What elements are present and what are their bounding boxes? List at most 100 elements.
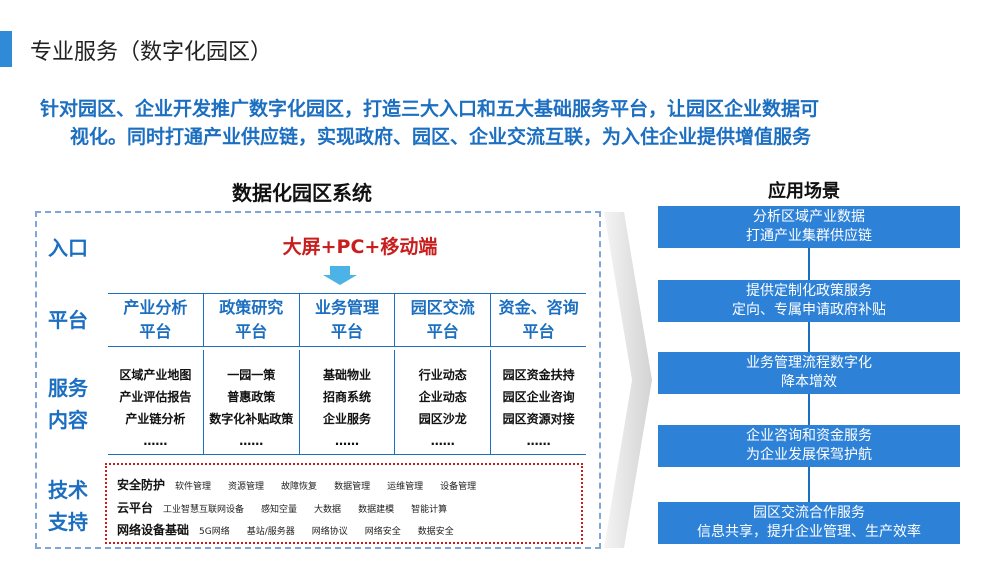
service-item: 基础物业 [322,368,371,382]
tech-label-line2: 支持 [48,510,88,534]
service-column: 一园一策普惠政策数字化补贴政策 …… [202,350,299,454]
platform-name-line1: 资金、咨询 [498,298,579,317]
tech-item: 网络安全 [364,527,401,537]
platform-name: 资金、咨询平台 [499,296,579,344]
tech-item: 基站/服务器 [246,527,295,537]
tech-item: 数据管理 [334,482,371,492]
intro-line-2: 视化。同时打通产业供应链，实现政府、园区、企业交流互联，为入住企业提供增值服务 [70,126,812,148]
scenario-line1: 业务管理流程数字化 [746,355,872,371]
service-item: 园区资源对接 [502,412,575,426]
service-item: …… [526,434,551,448]
platform-name-line1: 园区交流 [410,298,475,317]
tech-item: 数据建模 [358,505,395,515]
service-column: 行业动态企业动态园区沙龙 …… [394,350,490,454]
scenario-line2: 打通产业集群供应链 [746,228,872,244]
service-item: 产业评估报告 [119,390,192,404]
service-row: 区域产业地图产业评估报告产业链分析……一园一策普惠政策数字化补贴政策……基础物业… [108,350,586,455]
tech-item: 数据安全 [417,527,454,537]
platform-name-line1: 业务管理 [314,298,379,317]
scenario-line2: 降本增效 [781,374,837,390]
platform-row: 产业分析平台政策研究平台业务管理平台园区交流平台资金、咨询平台 [108,293,586,347]
platform-cell: 业务管理平台 [298,294,395,346]
scenario-box: 提供定制化政策服务定向、专属申请政府补贴 [658,280,960,322]
service-item: …… [239,434,264,448]
page-title: 专业服务（数字化园区） [30,40,273,65]
service-item: 产业链分析 [125,412,186,426]
scenario-line2: 信息共享，提升企业管理、生产效率 [697,524,921,540]
title-accent-bar [0,31,12,67]
platform-name-line2: 平台 [235,322,268,341]
platform-name-line2: 平台 [330,322,363,341]
service-item: 园区企业咨询 [502,390,575,404]
service-label: 服务 内容 [48,374,88,434]
tech-label-line1: 技术 [48,478,88,502]
service-item: 普惠政策 [227,390,276,404]
tech-item: 工业智慧互联网设备 [163,505,245,515]
service-label-line2: 内容 [48,408,88,432]
service-item: 数字化补贴政策 [209,412,294,426]
tech-item: 运维管理 [387,482,424,492]
system-container [35,211,601,549]
service-item: 园区沙龙 [418,412,467,426]
tech-support-box: 安全防护软件管理资源管理故障恢复数据管理运维管理设备管理云平台工业智慧互联网设备… [105,463,583,544]
platform-cell: 资金、咨询平台 [490,294,586,346]
scenario-connector [808,322,810,352]
platform-cell: 政策研究平台 [202,294,299,346]
platform-label: 平台 [48,308,88,332]
service-column: 园区资金扶持园区企业咨询园区资源对接 …… [490,350,586,454]
tech-item: 故障恢复 [281,482,318,492]
scenario-line1: 提供定制化政策服务 [746,283,872,299]
scenarios-title: 应用场景 [768,181,840,202]
scenario-line2: 定向、专属申请政府补贴 [732,302,886,318]
service-item: 招商系统 [322,390,371,404]
scenario-connector [808,394,810,425]
tech-label: 技术 支持 [48,476,88,536]
service-item: …… [334,434,359,448]
tech-row: 云平台工业智慧互联网设备感知空量大数据数据建模智能计算 [117,499,464,516]
tech-item: 5G网络 [199,527,230,537]
scenario-box: 园区交流合作服务信息共享，提升企业管理、生产效率 [658,502,960,544]
service-column: 基础物业招商系统企业服务 …… [298,350,395,454]
entry-label: 入口 [48,236,88,260]
scenario-line1: 企业咨询和资金服务 [746,428,872,444]
platform-name-line2: 平台 [139,322,172,341]
arrow-down-icon [323,266,357,285]
scenario-connector [808,467,810,502]
platform-name: 产业分析平台 [123,296,187,344]
tech-item: 网络协议 [311,527,348,537]
service-item: 园区资金扶持 [502,368,575,382]
service-item: 行业动态 [418,368,467,382]
scenario-line2: 为企业发展保驾护航 [746,447,872,463]
tech-item: 感知空量 [261,505,298,515]
scenario-line1: 分析区域产业数据 [753,209,865,225]
platform-name: 园区交流平台 [411,296,475,344]
service-label-line1: 服务 [48,376,88,400]
scenario-connector [808,248,810,280]
service-item: …… [430,434,455,448]
scenario-box: 业务管理流程数字化降本增效 [658,352,960,394]
system-title: 数据化园区系统 [232,181,372,205]
platform-name-line2: 平台 [522,322,555,341]
service-column: 区域产业地图产业评估报告产业链分析…… [108,350,203,454]
intro-line-1: 针对园区、企业开发推广数字化园区，打造三大入口和五大基础服务平台，让园区企业数据… [40,98,820,120]
platform-name-line1: 产业分析 [123,298,188,317]
entry-channels: 大屏+PC+移动端 [282,236,438,258]
scenario-line1: 园区交流合作服务 [753,505,865,521]
tech-item: 大数据 [314,505,342,515]
tech-item: 软件管理 [175,482,212,492]
tech-row: 网络设备基础 5G网络 基站/服务器 网络协议 网络安全 数据安全 [117,521,471,538]
intro-text: 针对园区、企业开发推广数字化园区，打造三大入口和五大基础服务平台，让园区企业数据… [40,95,970,151]
service-item: 企业服务 [322,412,371,426]
platform-name: 政策研究平台 [219,296,283,344]
tech-item: 设备管理 [440,482,477,492]
tech-category: 网络设备基础 [117,523,190,537]
tech-row: 安全防护软件管理资源管理故障恢复数据管理运维管理设备管理 [117,476,493,493]
service-item: 企业动态 [418,390,467,404]
platform-cell: 园区交流平台 [394,294,490,346]
service-item: 一园一策 [227,368,276,382]
tech-category: 云平台 [117,501,154,515]
service-item: …… [143,434,168,448]
chevron-right-icon [604,212,652,548]
tech-item: 资源管理 [228,482,265,492]
platform-name: 业务管理平台 [315,296,379,344]
